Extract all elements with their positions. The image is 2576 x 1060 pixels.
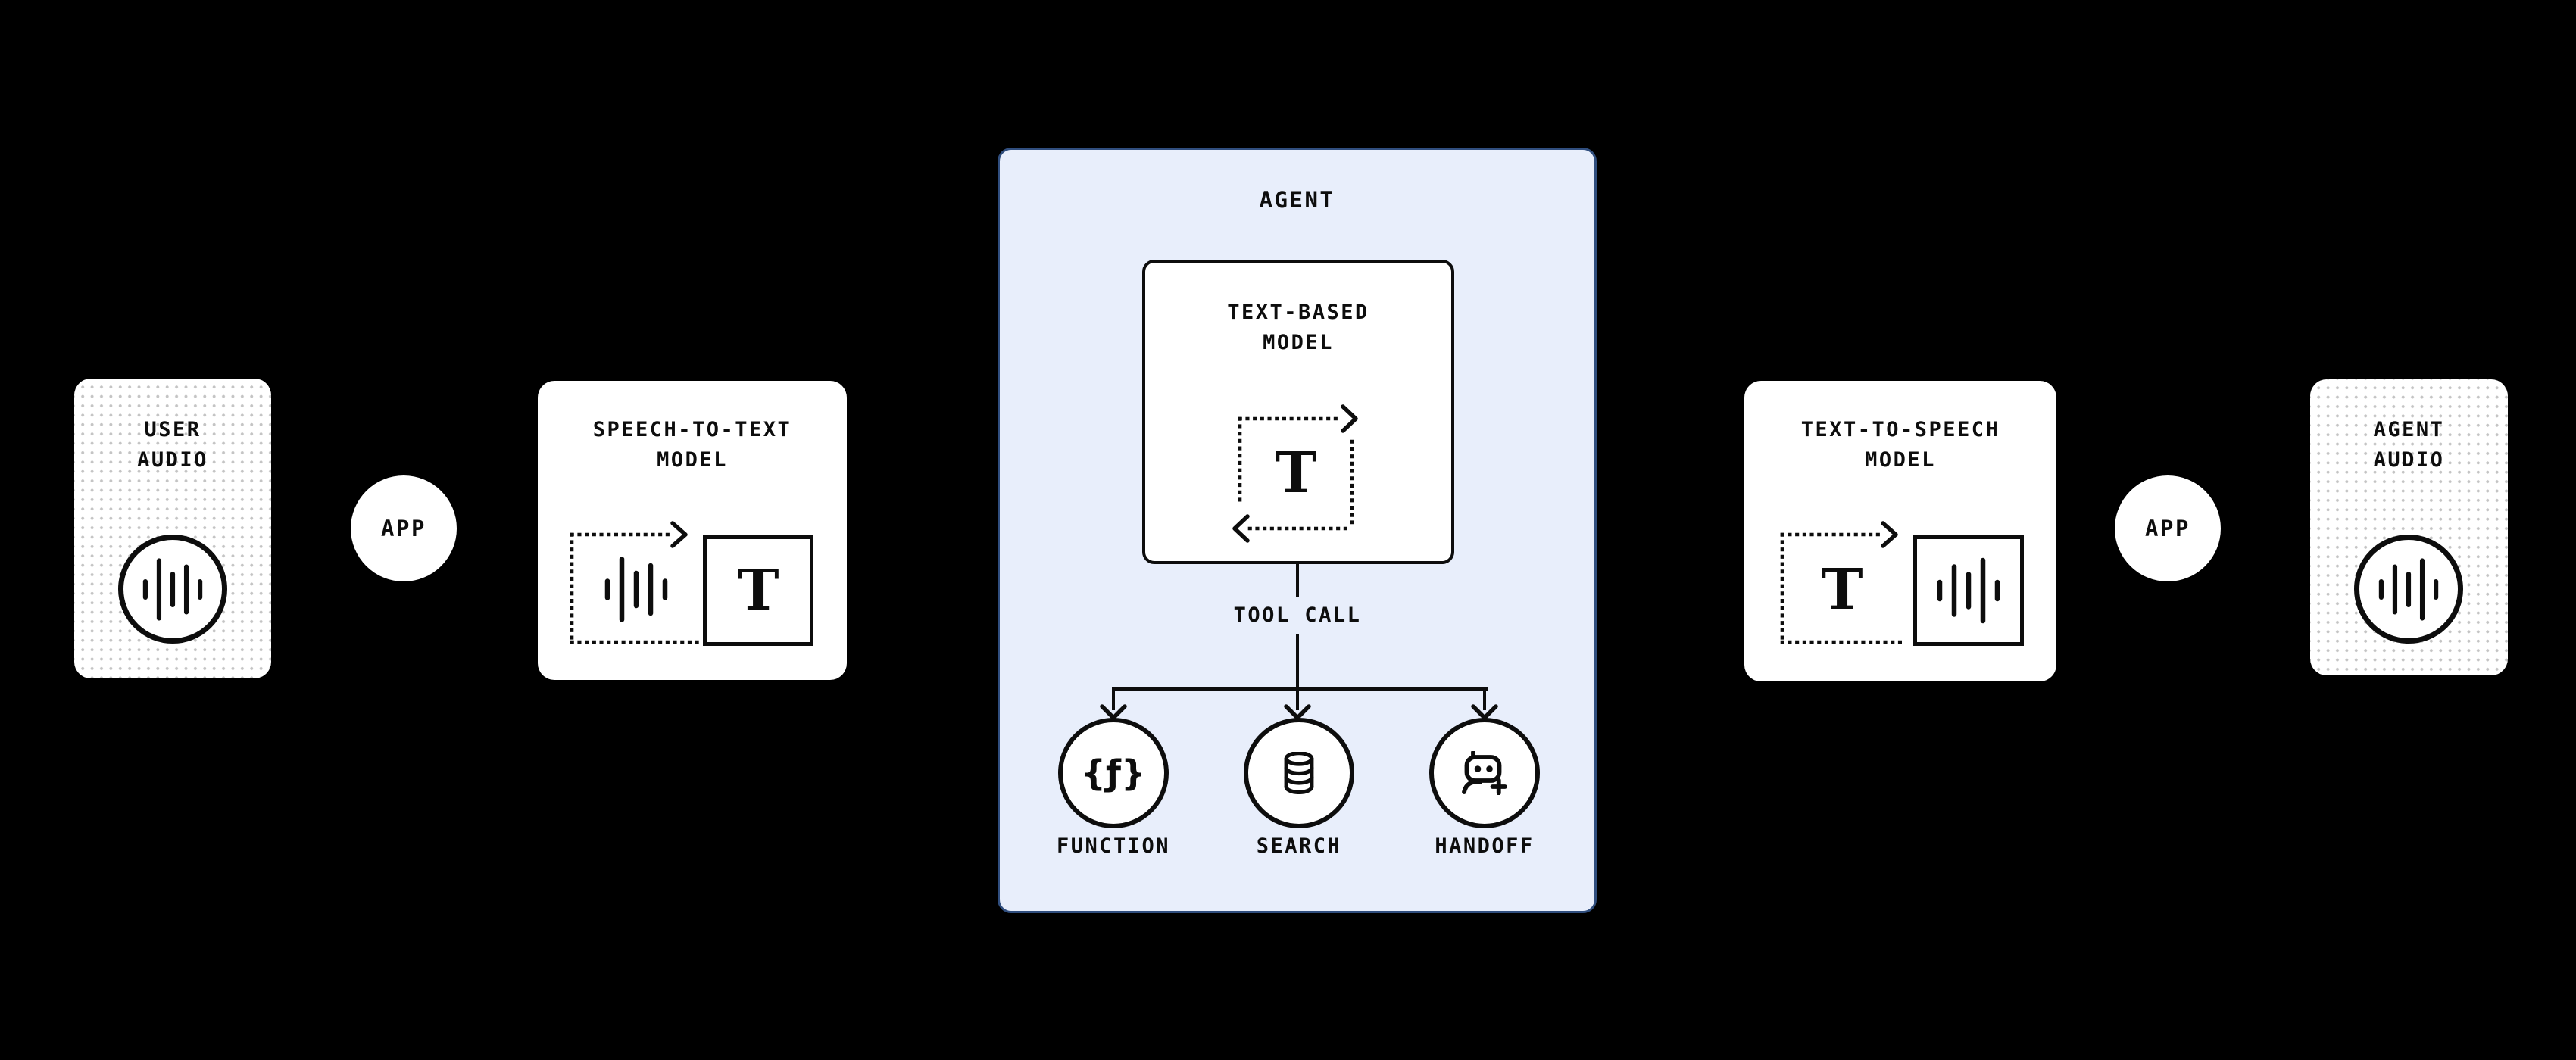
waveform-icon	[142, 557, 203, 621]
arrow-left-icon	[1232, 514, 1250, 543]
stt-audio-to-text-icon	[570, 521, 703, 644]
connector-model-to-toolcall	[1296, 564, 1299, 597]
arrow-right-icon	[1341, 404, 1358, 433]
robot-eye	[1486, 765, 1493, 772]
waveform-icon	[604, 556, 668, 622]
text-glyph-icon: T	[1821, 556, 1863, 622]
branch-horizontal-line	[1112, 687, 1488, 691]
tts-waveform-square	[1913, 535, 2024, 646]
user-waveform-circle	[118, 535, 227, 644]
agent-waveform-circle	[2354, 535, 2463, 644]
stt-text-square: T	[703, 535, 813, 646]
tool-call-label: TOOL CALL	[1233, 603, 1362, 627]
connector-toolcall-down	[1296, 634, 1299, 710]
search-tool-circle	[1244, 718, 1354, 828]
branch-right-stub	[1483, 687, 1486, 710]
agent-audio-card	[2310, 379, 2508, 675]
text-cycle-icon	[1232, 404, 1358, 543]
branch-left-stub	[1112, 687, 1115, 710]
function-tool-circle: {ƒ}	[1058, 718, 1169, 828]
handoff-label: HANDOFF	[1435, 834, 1535, 858]
app-circle-right: APP	[2115, 475, 2221, 581]
arrow-right-icon	[670, 521, 688, 548]
waveform-icon	[2378, 557, 2439, 621]
text-glyph-icon: T	[1275, 441, 1317, 506]
search-label: SEARCH	[1256, 834, 1342, 858]
text-glyph-icon: T	[737, 558, 779, 623]
database-icon	[1284, 752, 1314, 794]
app-right-label: APP	[2145, 516, 2190, 541]
waveform-icon	[1937, 557, 2000, 624]
function-label: FUNCTION	[1056, 834, 1171, 858]
arrow-right-icon	[1881, 521, 1898, 548]
robot-head	[1464, 755, 1502, 783]
app-left-label: APP	[381, 516, 426, 541]
app-circle-left: APP	[351, 475, 457, 581]
handoff-tool-circle	[1429, 718, 1540, 828]
user-audio-card	[74, 379, 271, 678]
plus-icon	[1490, 778, 1507, 795]
robot-plus-icon	[1462, 751, 1507, 795]
tts-text-glyph: T	[1782, 535, 1902, 644]
robot-eye	[1474, 765, 1482, 772]
text-based-model-box	[1142, 260, 1454, 564]
braces-function-icon: {ƒ}	[1081, 753, 1146, 793]
tts-text-to-audio-icon	[1780, 521, 1904, 644]
handoff-swoosh	[1462, 779, 1482, 794]
agent-panel-title: AGENT	[1259, 187, 1335, 213]
cycle-text-glyph: T	[1251, 428, 1341, 519]
